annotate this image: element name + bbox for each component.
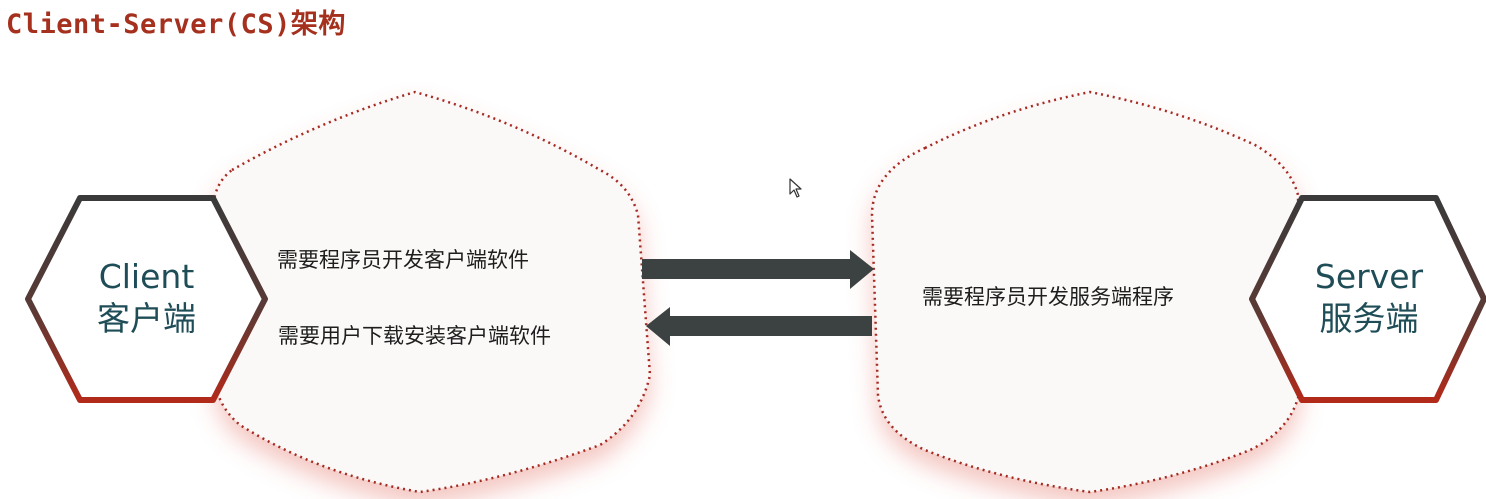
client-label-zh: 客户端 (97, 299, 196, 338)
client-note-install: 需要用户下载安装客户端软件 (278, 324, 551, 348)
client-label-en: Client (98, 257, 195, 296)
client-note-develop: 需要程序员开发客户端软件 (277, 248, 529, 272)
response-arrow (646, 307, 872, 346)
request-arrow (642, 250, 874, 289)
client-hexagon (25, 195, 268, 403)
client-label: Client 客户端 (80, 256, 213, 340)
server-label: Server 服务端 (1302, 256, 1436, 340)
server-blob (870, 90, 1302, 494)
server-note-develop: 需要程序员开发服务端程序 (922, 285, 1174, 309)
server-hexagon (1249, 195, 1486, 403)
server-label-en: Server (1314, 257, 1424, 296)
page-title: Client-Server(CS)架构 (6, 9, 346, 40)
client-blob (211, 90, 652, 494)
server-label-zh: 服务端 (1319, 299, 1419, 338)
mouse-pointer-icon (789, 178, 802, 198)
